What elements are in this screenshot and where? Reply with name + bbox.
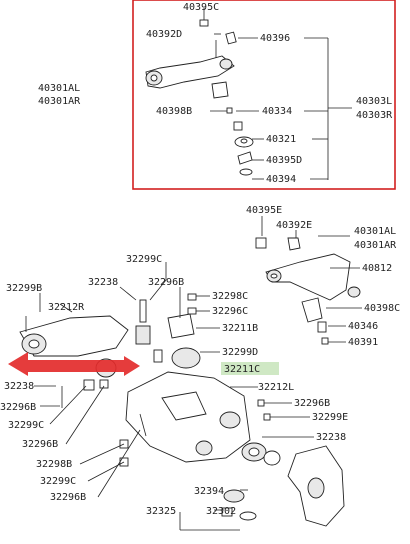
- highlight-32211C-bg: [221, 362, 279, 375]
- label-32296B-bottom: 32296B: [50, 492, 86, 503]
- label-32296B-top: 32296B: [148, 277, 184, 288]
- lower-upper-arm-drawing: [255, 237, 361, 345]
- label-32299C-left: 32299C: [8, 420, 44, 431]
- label-32302: 32302: [206, 506, 236, 517]
- label-32296C: 32296C: [212, 306, 248, 317]
- label-40303L: 40303L: [356, 96, 392, 107]
- lower-leaders: [34, 262, 314, 531]
- label-32299C-top: 32299C: [126, 254, 162, 265]
- upper-arm-box: [132, 0, 396, 190]
- label-32238-right: 32238: [316, 432, 346, 443]
- label-32211C-highlighted[interactable]: 32211C: [224, 364, 260, 375]
- label-40346: 40346: [348, 321, 378, 332]
- label-40398C: 40398C: [364, 303, 400, 314]
- label-40303R: 40303R: [356, 110, 393, 121]
- label-40301AL-lower: 40301AL: [354, 226, 396, 237]
- label-32298C: 32298C: [212, 291, 248, 302]
- label-32299D: 32299D: [222, 347, 258, 358]
- label-40812: 40812: [362, 263, 392, 274]
- label-40396: 40396: [260, 33, 290, 44]
- label-40395E: 40395E: [246, 205, 282, 216]
- lower-right-leaders: [261, 216, 362, 343]
- label-32299B: 32299B: [6, 283, 42, 294]
- label-32296B-left: 32296B: [0, 402, 36, 413]
- label-40395D: 40395D: [266, 155, 302, 166]
- label-32299E: 32299E: [312, 412, 348, 423]
- label-32299C-bottom: 32299C: [40, 476, 76, 487]
- label-32325: 32325: [146, 506, 176, 517]
- label-32212R: 32212R: [48, 302, 85, 313]
- label-32212L: 32212L: [258, 382, 294, 393]
- label-40301AR-lower: 40301AR: [354, 240, 397, 251]
- label-32296B-right: 32296B: [294, 398, 330, 409]
- label-40391: 40391: [348, 337, 378, 348]
- label-40395C: 40395C: [183, 2, 219, 13]
- label-32296B-mid: 32296B: [22, 439, 58, 450]
- label-40392E: 40392E: [276, 220, 312, 231]
- label-40301AL-upper: 40301AL: [38, 83, 80, 94]
- label-32238-top: 32238: [88, 277, 118, 288]
- label-32238-left: 32238: [4, 381, 34, 392]
- upper-leaders: [210, 33, 352, 180]
- red-pointer-arrow: [8, 352, 140, 376]
- label-40334: 40334: [262, 106, 292, 117]
- label-40321: 40321: [266, 134, 296, 145]
- label-40398B: 40398B: [156, 106, 192, 117]
- label-32211B: 32211B: [222, 323, 258, 334]
- label-40392D: 40392D: [146, 29, 182, 40]
- upper-arm-drawing: [145, 8, 254, 176]
- label-40394: 40394: [266, 174, 296, 185]
- label-40301AR-upper: 40301AR: [38, 96, 81, 107]
- label-32298B: 32298B: [36, 459, 72, 470]
- label-32394: 32394: [194, 486, 224, 497]
